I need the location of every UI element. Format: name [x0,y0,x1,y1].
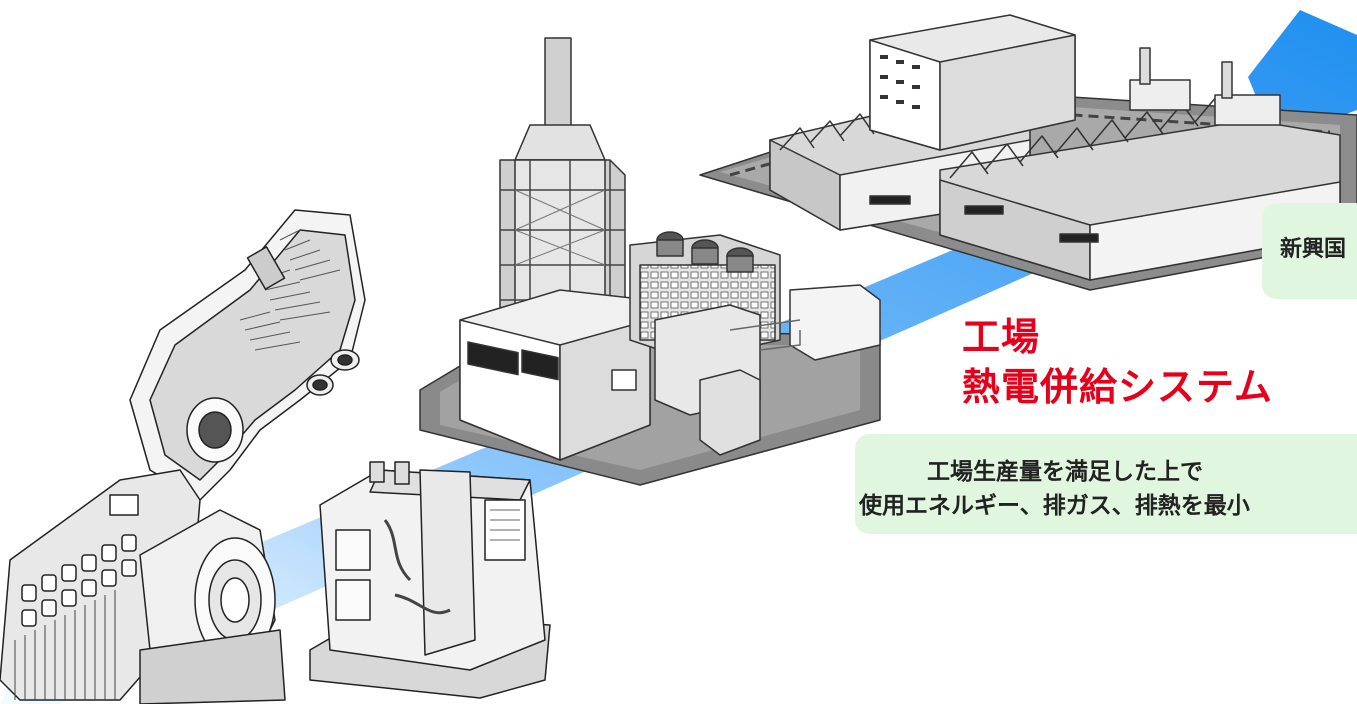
callout-bottom-line-2: 使用エネルギー、排ガス、排熱を最小 [859,493,1250,519]
callout-top-text: 新興国 [1280,237,1347,262]
gas-turbine-illustration [129,209,366,501]
callout-bottom-line-1: 工場生産量を満足した上で [927,459,1203,485]
engine-generator-illustration [0,469,286,704]
callout-top: 新興国 [1262,203,1357,299]
power-plant-illustration [419,37,881,486]
chiller-illustration [309,461,551,699]
title-line-2: 熱電併給システム [962,365,1273,409]
callout-bottom: 工場生産量を満足した上で 使用エネルギー、排ガス、排熱を最小 [855,434,1357,534]
system-title: 工場 熱電併給システム [962,312,1273,412]
factory-illustration [699,14,1357,291]
title-line-1: 工場 [962,315,1041,359]
